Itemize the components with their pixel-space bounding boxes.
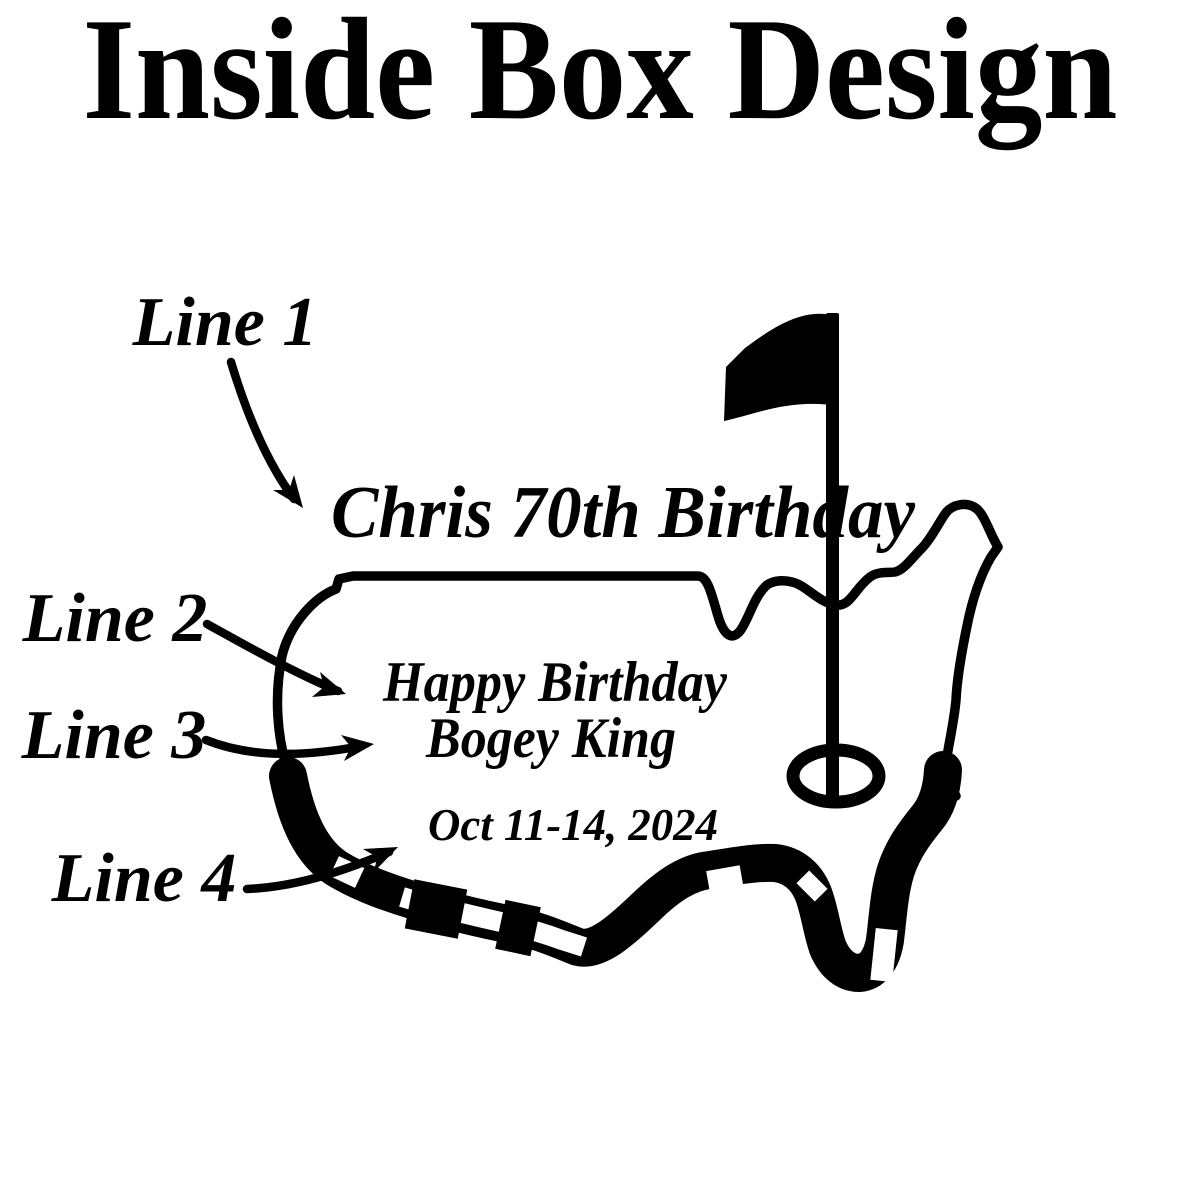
arrowhead-icon xyxy=(341,735,374,761)
callout-label-line-4: Line 4 xyxy=(51,840,237,917)
map-band-black-cells xyxy=(404,879,541,957)
page-title: Inside Box Design xyxy=(83,0,1118,150)
flag-pole xyxy=(826,313,839,800)
callout-label-line-3: Line 3 xyxy=(21,697,207,774)
callout-label-line-2: Line 2 xyxy=(22,580,208,657)
callout-arrow-line-3 xyxy=(201,735,374,761)
design-text-line-2: Happy Birthday xyxy=(382,651,728,714)
callout-label-line-1: Line 1 xyxy=(132,284,318,361)
design-text-line-1: Chris 70th Birthday xyxy=(331,472,916,554)
callout-arrow-line-1 xyxy=(226,357,303,508)
golf-flag-icon xyxy=(724,313,839,800)
map-outline xyxy=(272,499,1003,801)
arrowhead-icon xyxy=(273,475,303,508)
callout-arrow-line-4 xyxy=(242,847,398,894)
callout-arrow-line-2 xyxy=(202,619,346,697)
flag-pennant xyxy=(724,313,839,421)
usa-map-icon xyxy=(269,313,1003,992)
arrowhead-icon xyxy=(312,672,346,697)
design-text-line-4: Oct 11-14, 2024 xyxy=(428,799,718,850)
design-text-line-3: Bogey King xyxy=(425,707,676,770)
arrowhead-icon xyxy=(363,847,398,872)
